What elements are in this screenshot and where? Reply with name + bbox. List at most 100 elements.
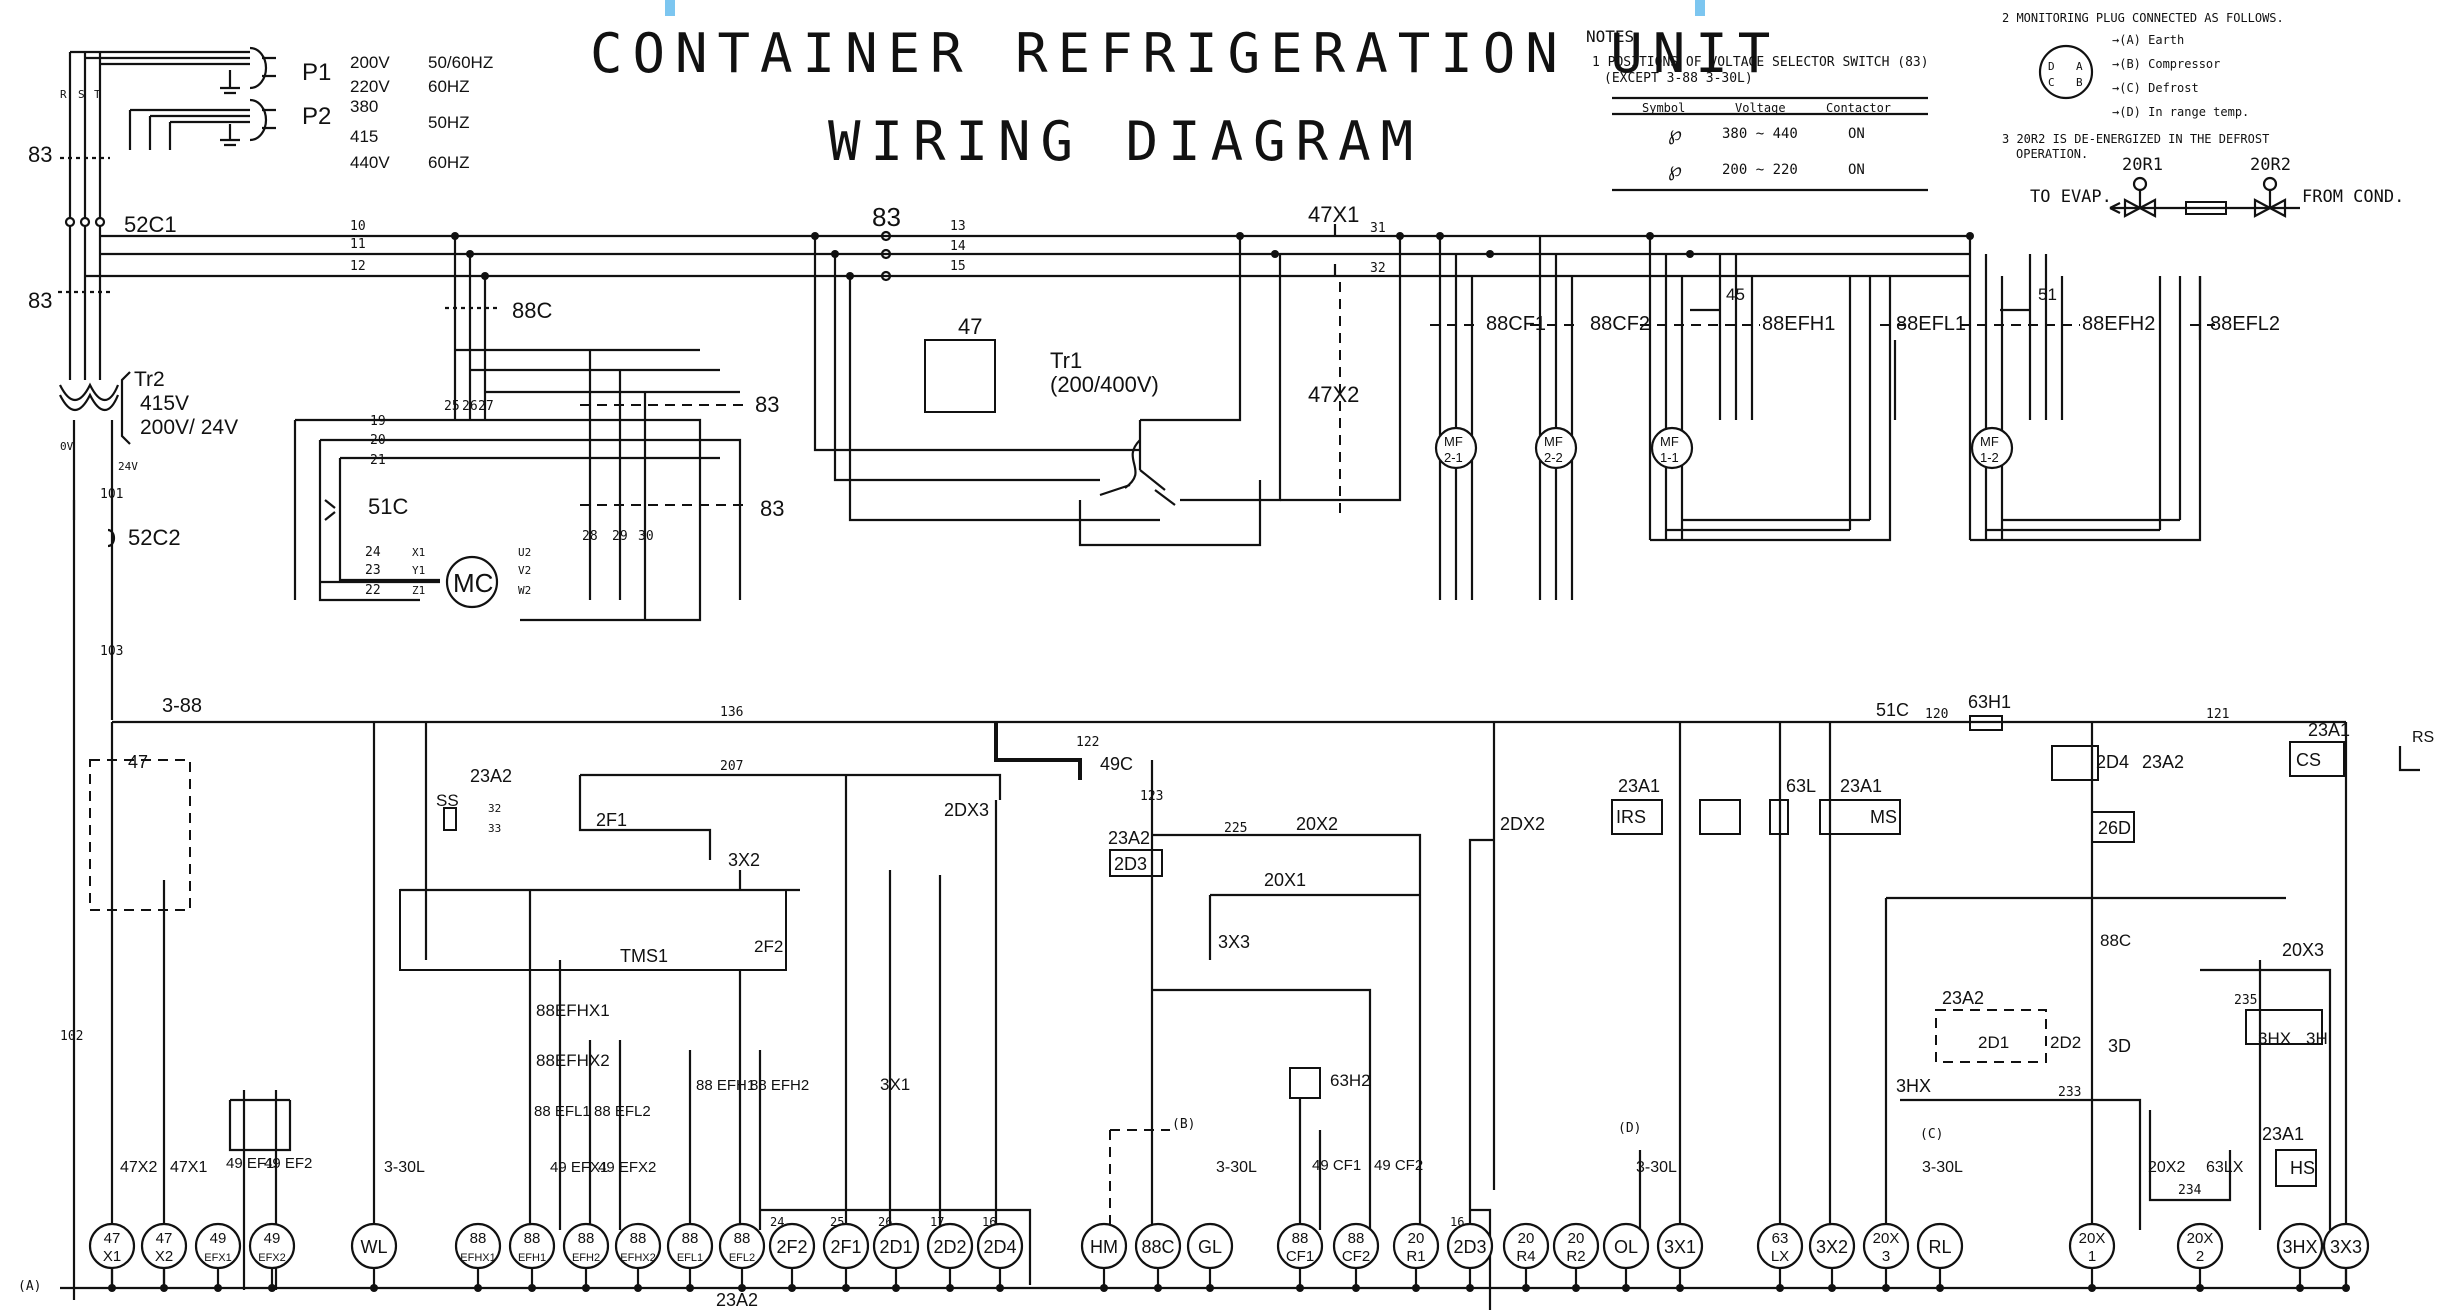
p2-volt-2: 415 (350, 127, 378, 146)
note1-line2: (EXCEPT 3-88 3-30L) (1604, 71, 1753, 86)
pin-a: A (2076, 60, 2083, 73)
pin-d: D (2048, 60, 2055, 73)
load-junction (1776, 1284, 1784, 1292)
wire-122: 122 (1076, 735, 1099, 750)
load-junction (582, 1284, 590, 1292)
load-label-top: 3X3 (2330, 1237, 2362, 1257)
switch-49cf2: 49 CF2 (1374, 1157, 1423, 1174)
load-junction (738, 1284, 746, 1292)
switch-ms: MS (1870, 807, 1897, 827)
load-label-top: 20X (2079, 1230, 2106, 1247)
wire-233: 233 (2058, 1085, 2081, 1100)
load-label-top: 47 (156, 1230, 173, 1247)
bus-32: 32 (1370, 261, 1386, 276)
contactor-51c: 51C (368, 494, 408, 519)
load-coil (1656, 1222, 1704, 1270)
load-junction (268, 1284, 276, 1292)
to-evap-label: TO EVAP. (2030, 187, 2112, 207)
bus-12: 12 (350, 259, 366, 274)
switch-2d3: 2D3 (1114, 854, 1147, 874)
load-label-top: RL (1928, 1237, 1951, 1257)
plug-row-b: →(B) Compressor (2112, 57, 2220, 71)
label-c: (C) (1920, 1127, 1943, 1142)
notes-row1-contactor: ON (1848, 126, 1865, 142)
load-label-bottom: EFL2 (729, 1252, 755, 1264)
switch-irs: IRS (1616, 807, 1646, 827)
load-label-top: 2D2 (933, 1237, 966, 1257)
load-label-bottom: EFH2 (572, 1252, 600, 1264)
wire-235: 235 (2234, 993, 2257, 1008)
contact-rs: RS (2412, 729, 2434, 746)
load-label-bottom: 3 (1882, 1248, 1890, 1265)
switch-20x2: 20X2 (1296, 814, 1338, 834)
tr1-section: 47 Tr1 (200/400V) (813, 236, 1402, 547)
monitoring-plug-icon (2038, 44, 2094, 100)
load-junction (2196, 1284, 2204, 1292)
load-junction (788, 1284, 796, 1292)
switch-88c-ctrl: 88C (2100, 931, 2131, 950)
switch-88efhx1: 88EFHX1 (536, 1001, 610, 1020)
load-junction (686, 1284, 694, 1292)
wire-103: 103 (100, 644, 123, 659)
mf11-top: MF (1660, 434, 1679, 449)
load-label-top: 49 (210, 1230, 227, 1247)
mf11-bottom: 1-1 (1660, 450, 1679, 465)
load-label-bottom: EFHX2 (620, 1252, 655, 1264)
bus-15: 15 (950, 259, 966, 274)
load-junction (1882, 1284, 1890, 1292)
mt-v2: V2 (518, 564, 531, 577)
wire-24: 24 (365, 545, 381, 560)
bus-14: 14 (950, 239, 966, 254)
load-coil (2068, 1222, 2116, 1270)
load-coil (140, 1222, 188, 1270)
load-label-bottom: X2 (155, 1248, 173, 1265)
switch-2dx2: 2DX2 (1500, 814, 1545, 834)
load-label-bottom: EFL1 (677, 1252, 703, 1264)
load-coil (1862, 1222, 1910, 1270)
load-junction (996, 1284, 1004, 1292)
load-label-bottom: R1 (1406, 1248, 1425, 1265)
load-label-top: 20 (1518, 1230, 1535, 1247)
bus-31: 31 (1370, 221, 1386, 236)
load-label-top: 20X (2187, 1230, 2214, 1247)
load-coil (872, 1222, 920, 1270)
load-junction (1828, 1284, 1836, 1292)
contactor-47x2: 47X2 (1308, 382, 1359, 407)
load-label-bottom: 1 (2088, 1248, 2096, 1265)
tap-24v: 24V (118, 460, 138, 473)
mt-z1: Z1 (412, 584, 425, 597)
load-junction (370, 1284, 378, 1292)
fan-motor-mf1-2 (1970, 426, 2014, 470)
load-label-top: 88C (1141, 1237, 1174, 1257)
switch-2d1: 2D1 (1978, 1033, 2009, 1052)
switch-88efl2-c: 88 EFL2 (594, 1103, 651, 1120)
compressor-motor-label: MC (453, 568, 493, 598)
bt-24: 24 (770, 1215, 784, 1229)
load-label-bottom: R2 (1566, 1248, 1585, 1265)
selector-83-a: 83 (755, 392, 779, 417)
fan-contactor-88efh2: 88EFH2 (2082, 313, 2155, 335)
load-coil (562, 1222, 610, 1270)
p2-freq-1: 50HZ (428, 113, 470, 132)
fan-section: 88CF1 88CF2 88EFH1 88EFL1 88EFH2 88EFL2 … (1430, 236, 2280, 600)
fan-contactor-88cf2: 88CF2 (1590, 313, 1650, 335)
plug-row-a: →(A) Earth (2112, 33, 2184, 47)
bus-11: 11 (350, 237, 366, 252)
fan-motor-mf2-1 (1434, 426, 1478, 470)
p1-volt-2: 220V (350, 77, 390, 96)
load-coil (718, 1222, 766, 1270)
switch-ss: SS (436, 791, 459, 810)
wire-120: 120 (1925, 707, 1948, 722)
load-coil (2176, 1222, 2224, 1270)
mf12-top: MF (1980, 434, 1999, 449)
load-label-top: 63 (1772, 1230, 1789, 1247)
load-label-top: WL (361, 1237, 388, 1257)
p2-volt-1: 380 (350, 97, 378, 116)
scan-mark-left (665, 0, 675, 16)
control-circuit: 136 3-88 51C 120 63H1 121 23A1 CS RS 47 … (89, 692, 2434, 1290)
switch-88efhx2: 88EFHX2 (536, 1051, 610, 1070)
load-junction (1154, 1284, 1162, 1292)
load-coil (88, 1222, 136, 1270)
load-junction (892, 1284, 900, 1292)
load-junction (214, 1284, 222, 1292)
